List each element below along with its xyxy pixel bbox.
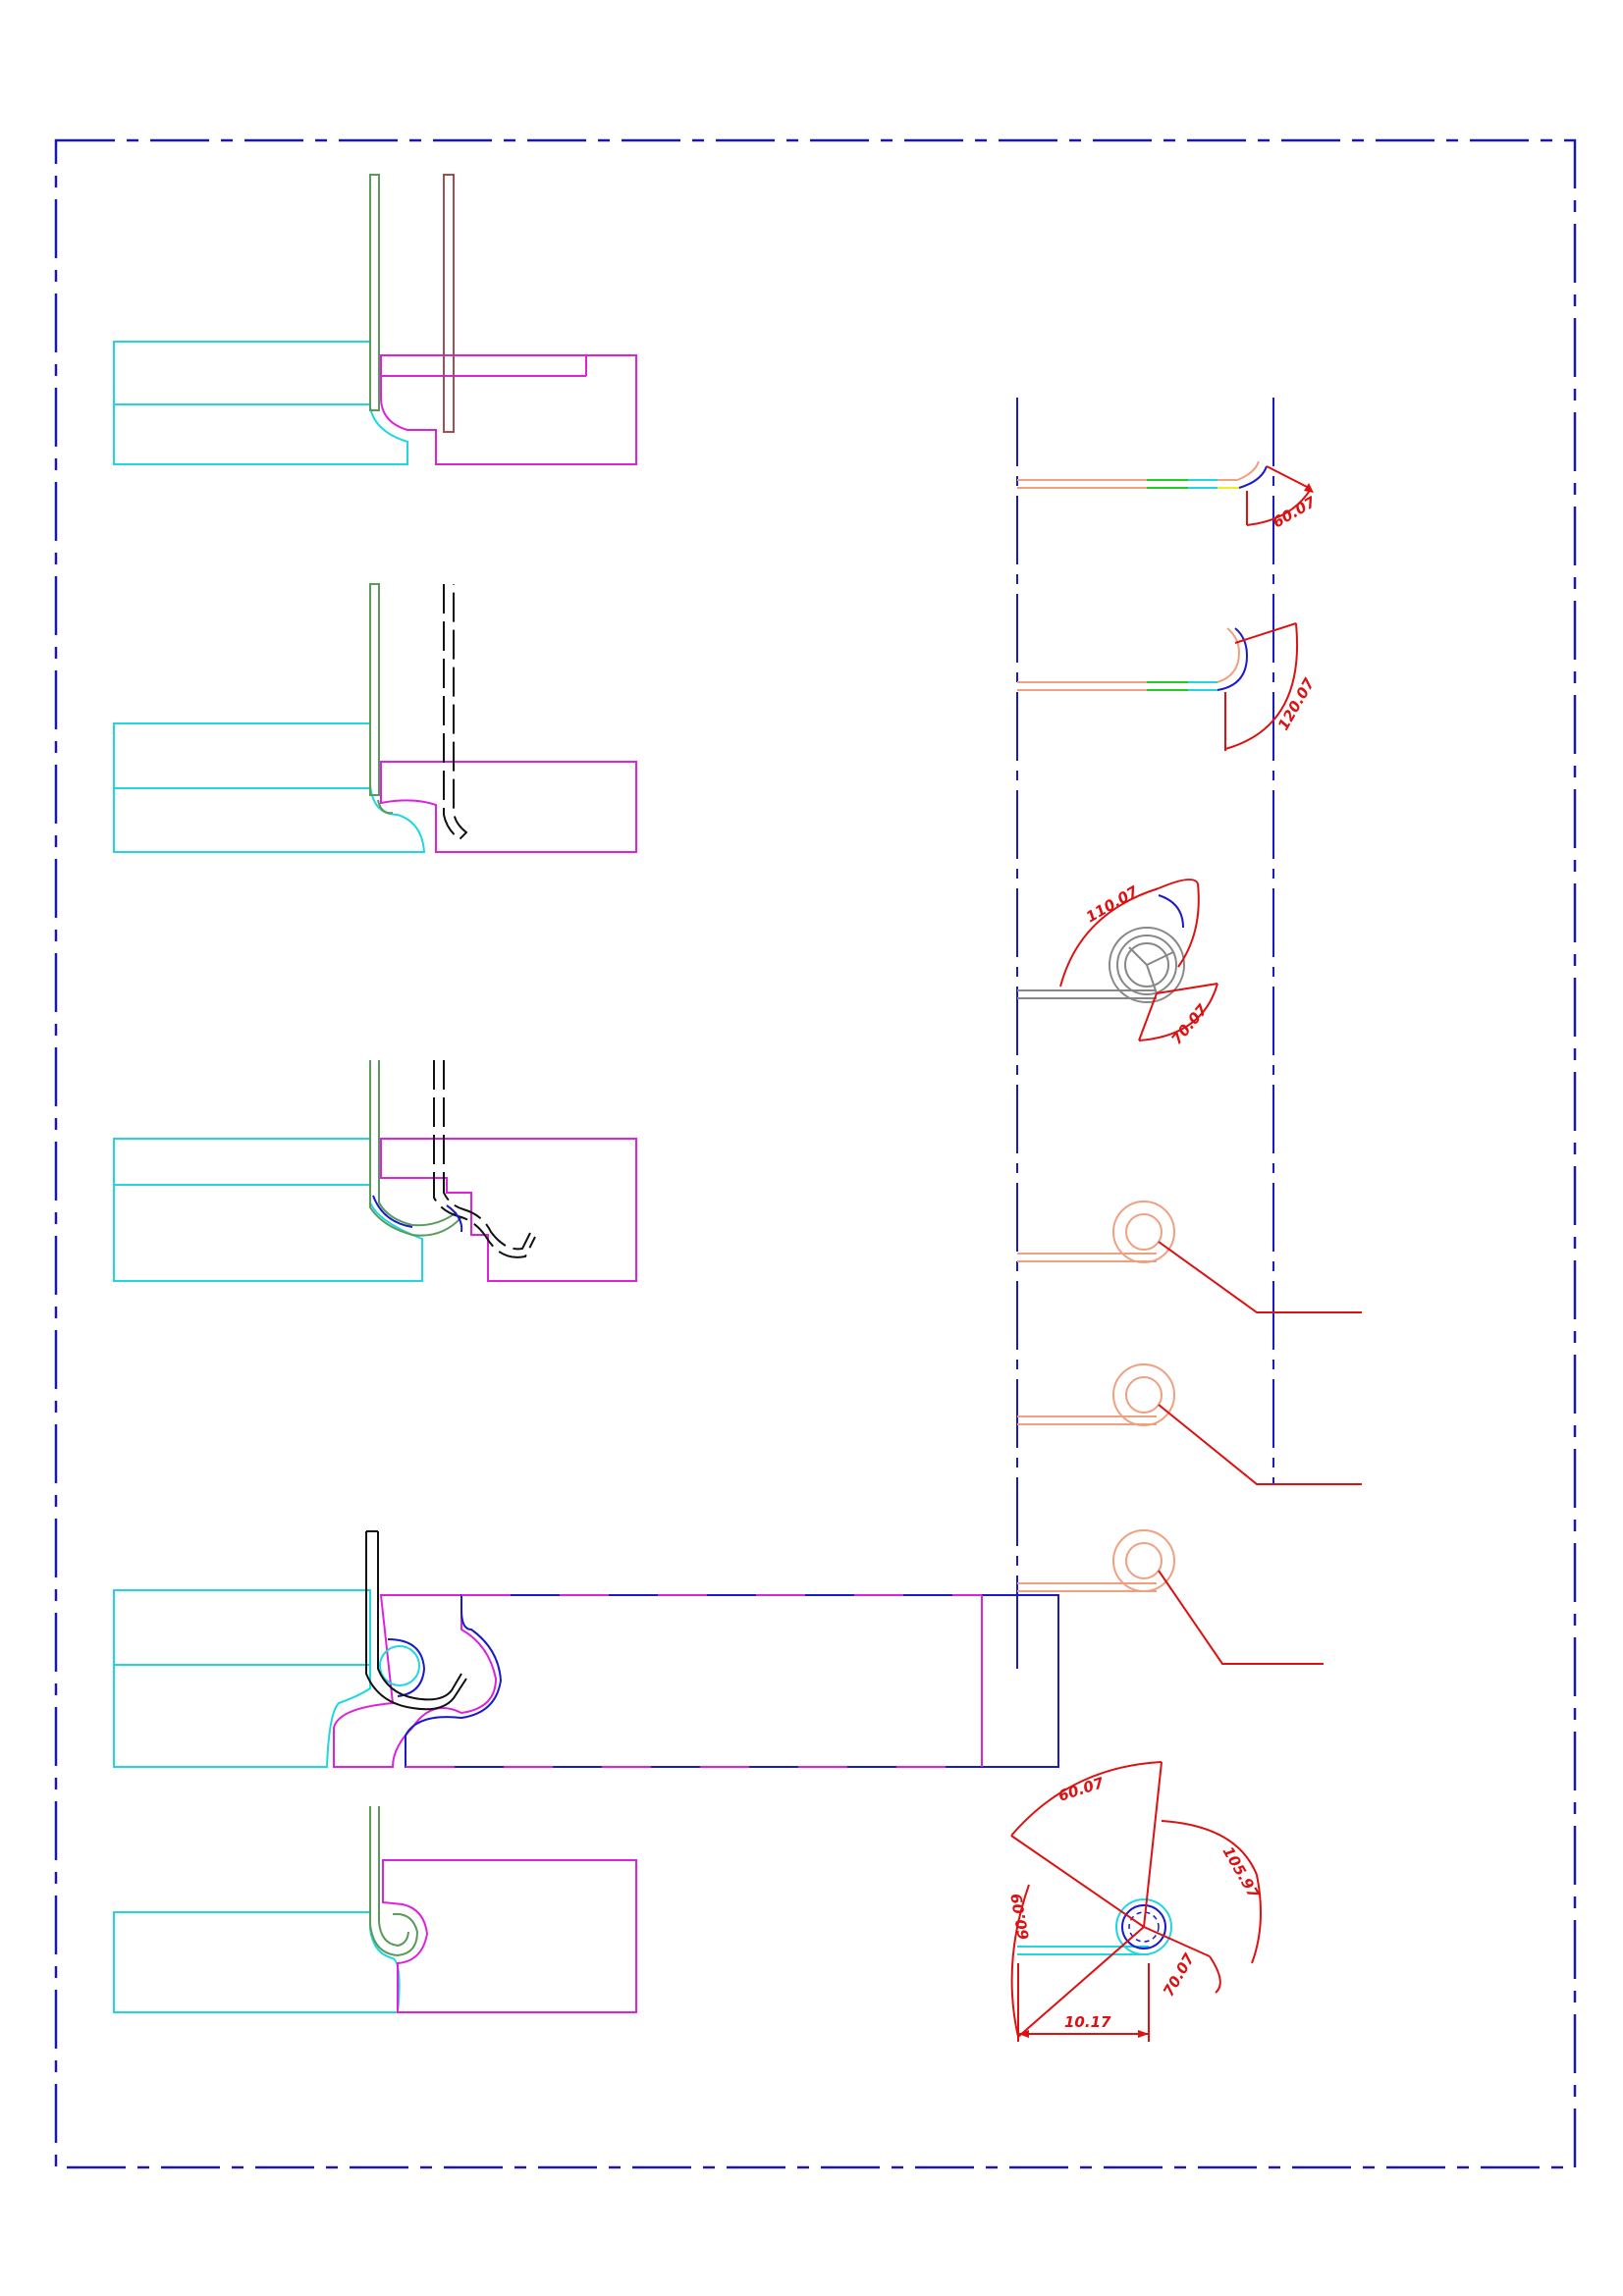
dim-label: 110.07 [1083, 882, 1142, 927]
loop-stage-2 [1017, 1363, 1362, 1485]
dim-label: 60.07 [1270, 493, 1320, 532]
loop-stage-3 [1017, 1529, 1324, 1665]
right-rails [1016, 398, 1274, 1590]
drawing-frame [54, 138, 1577, 2169]
step-3-assembly [113, 1060, 637, 1282]
dim-label: 120.07 [1274, 674, 1319, 733]
bend-stage-3: 110.07 70.07 [1017, 879, 1218, 1048]
step-2-assembly [113, 583, 637, 853]
step-5-assembly [113, 1806, 637, 2013]
dim-label: 60.09 [1007, 1893, 1033, 1942]
loop-stage-1 [1017, 1201, 1362, 1313]
dim-label: 60.07 [1056, 1774, 1107, 1805]
angle-dimension-diagram: 60.07 105.97 60.09 70.07 10.17 [1007, 1761, 1263, 2042]
step-1-assembly [113, 174, 637, 465]
dim-label: 10.17 [1064, 2013, 1111, 2031]
dim-label: 70.07 [1167, 1000, 1212, 1047]
step-4-assembly [113, 1530, 1059, 1768]
dim-label: 70.07 [1160, 1949, 1199, 2000]
